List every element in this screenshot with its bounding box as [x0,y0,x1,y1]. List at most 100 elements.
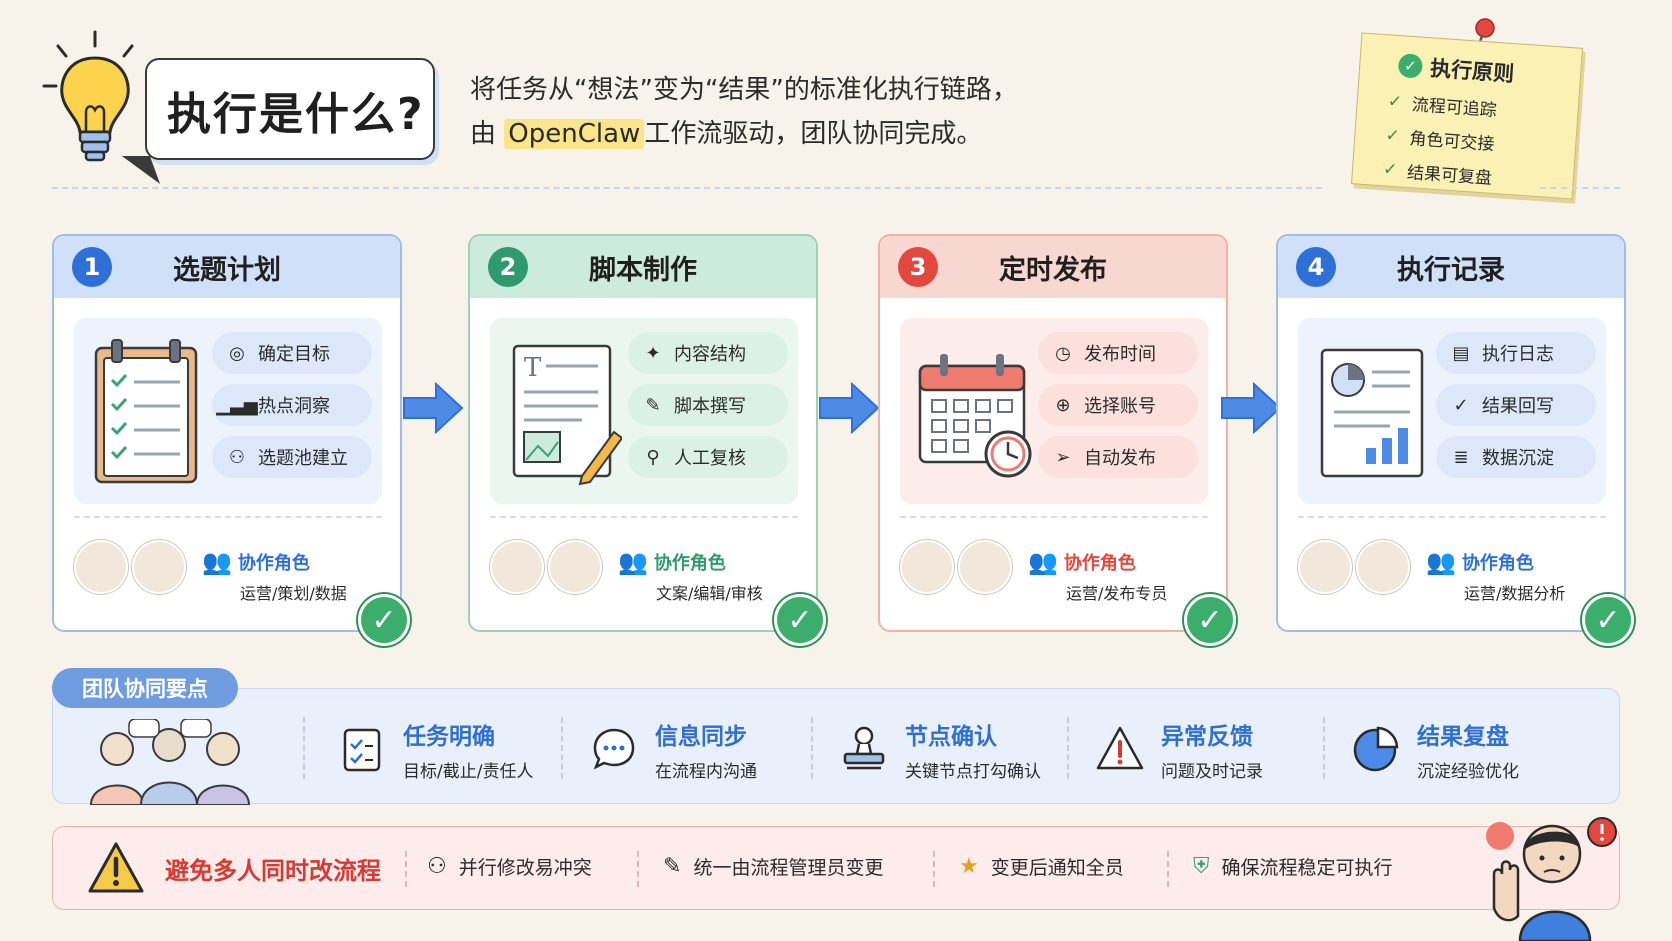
step-header: 4 执行记录 [1278,236,1624,298]
divider [52,187,1322,189]
chat-bubble-icon [593,728,635,770]
step-header: 2 脚本制作 [470,236,816,298]
arrow-right-icon [819,381,880,435]
check-badge-icon: ✓ [1582,594,1634,646]
warning-title: 避免多人同时改流程 [165,857,381,885]
step-card-3: 3 定时发布 ◷发布时间 ⊕选择账号 ➢自动发布 👥协作角色 运营/发布专员 ✓ [878,234,1236,646]
principle-item: ✓流程可追踪 [1387,90,1498,122]
warning-item: ⛨确保流程稳定可执行 [1193,854,1393,879]
step-content: ▤执行日志 ✓结果回写 ≣数据沉淀 [1298,318,1606,504]
stop-gesture-boy-illustration [1486,817,1617,941]
arrow-right-icon [403,381,464,435]
divider [561,717,563,779]
divider [933,851,935,887]
divider [74,516,382,518]
divider [1323,717,1325,779]
warning-item: ★变更后通知全员 [959,854,1124,879]
role-info: 👥协作角色 运营/发布专员 [1028,548,1167,604]
role-label: 👥协作角色 [1028,548,1136,576]
warning-triangle-icon [1096,726,1144,770]
team-users-icon: 👥 [202,548,232,576]
target-icon: ◎ [229,342,245,364]
role-info: 👥协作角色 运营/策划/数据 [202,548,347,604]
avatar [74,540,128,594]
step-item: ⚇选题池建立 [212,436,372,478]
check-circle-icon: ✓ [1453,394,1469,416]
team-item-confirm: 节点确认关键节点打勾确认 [839,709,1041,789]
avatar [1356,540,1410,594]
role-label: 👥协作角色 [618,548,726,576]
team-item-review: 结果复盘沉淀经验优化 [1351,709,1519,789]
team-section-tag: 团队协同要点 [52,668,238,708]
step-item: ≣数据沉淀 [1436,436,1596,478]
step-content: ◷发布时间 ⊕选择账号 ➢自动发布 [900,318,1208,504]
step-card-1: 1 选题计划 ◎确定目标 ▁▃▅热点洞察 ⚇选题池建立 👥协作角色 运营/策划/… [52,234,410,646]
check-badge-icon: ✓ [774,594,826,646]
avatar [548,540,602,594]
role-info: 👥协作角色 文案/编辑/审核 [618,548,763,604]
team-panel: 任务明确目标/截止/责任人 信息同步在流程内沟通 节点确认关键节点打勾确认 异常… [52,688,1620,805]
pie-chart-icon [1353,726,1399,772]
openclaw-highlight: OpenClaw [504,119,645,149]
team-item-exception: 异常反馈问题及时记录 [1095,709,1263,789]
divider [811,717,813,779]
step-item: ✓结果回写 [1436,384,1596,426]
divider [490,516,798,518]
step-item: ✦内容结构 [628,332,788,374]
principle-item: ✓角色可交接 [1384,124,1495,155]
divider [1067,717,1069,779]
step-header: 3 定时发布 [880,236,1226,298]
team-item-tasks: 任务明确目标/截止/责任人 [337,709,533,789]
pencil-icon: ✎ [645,394,661,416]
avatar [490,540,544,594]
svg-text:T: T [524,353,542,383]
intro-prefix: 由 [470,119,497,149]
check-icon: ✓ [1382,158,1399,180]
role-label: 👥协作角色 [202,548,310,576]
document-pencil-icon: T [512,344,622,486]
step-card-4: 4 执行记录 ▤执行日志 ✓结果回写 ≣数据沉淀 👥协作角色 运营/数据分析 ✓ [1276,234,1634,646]
divider [1167,851,1169,887]
step-card-2: 2 脚本制作 T ✦内容结构 ✎脚本撰写 ⚲人工复核 👥协作角色 文案/编辑/审… [468,234,826,646]
bar-chart-icon: ▁▃▅ [216,394,258,416]
step-item: ⊕选择账号 [1038,384,1198,426]
clipboard-checklist-icon [94,339,198,484]
role-avatars [1298,540,1410,594]
avatar [958,540,1012,594]
team-item-sync: 信息同步在流程内沟通 [589,709,757,789]
team-users-icon: 👥 [618,548,648,576]
step-content: T ✦内容结构 ✎脚本撰写 ⚲人工复核 [490,318,798,504]
page-title: 执行是什么? [167,89,425,140]
warning-bar: 避免多人同时改流程 ⚇并行修改易冲突 ✎统一由流程管理员变更 ★变更后通知全员 … [52,826,1620,910]
avatar [900,540,954,594]
calendar-clock-icon [918,354,1032,478]
role-avatars [74,540,186,594]
team-users-icon: 👥 [1426,548,1456,576]
principles-title: ✓ 执行原则 [1397,50,1565,92]
role-list: 运营/数据分析 [1464,584,1566,603]
shield-check-icon: ⛨ [1193,854,1210,879]
star-badge-icon: ★ [959,854,979,879]
avatar [132,540,186,594]
divider [1540,187,1620,189]
principles-note: ✓ 执行原则 ✓流程可追踪 ✓角色可交接 ✓结果可复盘 [1350,32,1584,200]
team-people-illustration [89,719,251,805]
step-item: ◎确定目标 [212,332,372,374]
avatar [1298,540,1352,594]
divider [303,717,305,779]
send-icon: ➢ [1055,446,1071,468]
divider [405,851,407,887]
database-icon: ≣ [1453,446,1469,468]
check-circle-icon: ✓ [1397,53,1424,79]
step-title: 选题计划 [173,254,281,286]
sparkle-icon: ✦ [645,342,661,364]
role-avatars [490,540,602,594]
step-number: 1 [72,247,112,287]
warning-item: ⚇并行修改易冲突 [427,854,592,879]
check-icon: ✓ [1387,90,1403,112]
warning-item: ✎统一由流程管理员变更 [663,854,884,879]
user-icon: ⚇ [228,446,246,468]
users-icon: ⚇ [427,854,447,879]
